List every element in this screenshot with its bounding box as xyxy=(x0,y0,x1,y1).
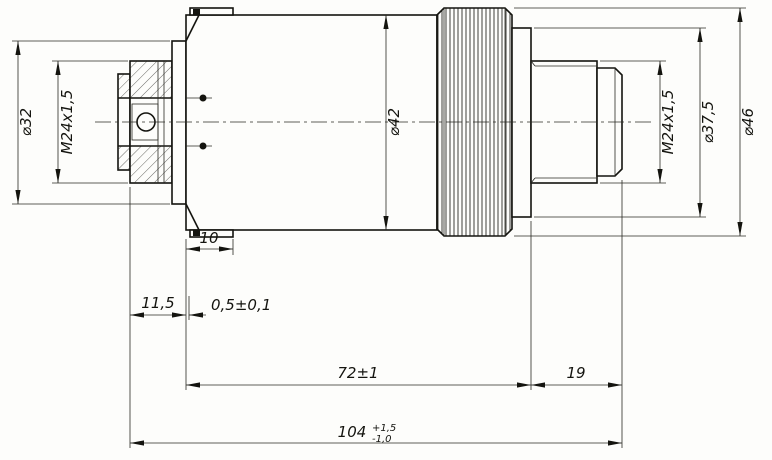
dim-m24-right-label: M24x1,5 xyxy=(659,90,677,155)
body-dia42 xyxy=(185,14,438,231)
dim-72: 72±1 xyxy=(186,221,532,390)
dim-104-tol-minus: -1,0 xyxy=(372,434,392,445)
thread-chamfer-top xyxy=(530,60,536,67)
top-tab-screw xyxy=(193,9,200,15)
dim-11-5-label: 11,5 xyxy=(141,294,174,312)
face-pin-top xyxy=(199,94,207,102)
dim-0-5-label: 0,5±0,1 xyxy=(211,296,271,314)
dim-m24-left: M24x1,5 xyxy=(52,60,128,184)
cone-bottom xyxy=(185,203,200,231)
dim-19: 19 xyxy=(531,180,623,448)
collar-dia37-5 xyxy=(511,27,532,218)
dim-m24-left-label: M24x1,5 xyxy=(58,90,76,155)
cone-top xyxy=(185,14,200,42)
dim-11-5: 11,5 xyxy=(129,187,187,448)
dim-72-label: 72±1 xyxy=(337,364,378,382)
dim-dia46-label: ⌀46 xyxy=(739,108,757,136)
bottom-tab xyxy=(189,229,234,238)
part-view xyxy=(95,7,652,238)
dim-10-label: 10 xyxy=(199,229,218,247)
bottom-tab-screw xyxy=(193,230,200,236)
hatch-bottom xyxy=(118,146,172,183)
dim-10: 10 xyxy=(186,229,234,255)
dimensions: ⌀32 M24x1,5 ⌀42 M24x1,5 ⌀37,5 xyxy=(12,7,757,448)
dim-0-5: 0,5±0,1 xyxy=(188,296,271,320)
dim-dia32: ⌀32 xyxy=(12,40,170,205)
dim-104-label: 104 xyxy=(338,423,367,441)
dim-dia46: ⌀46 xyxy=(514,7,757,237)
dim-dia42: ⌀42 xyxy=(383,15,403,230)
hatch-top xyxy=(118,61,172,98)
main-body xyxy=(185,7,438,238)
face-pin-bottom xyxy=(199,142,207,150)
dim-dia37-5: ⌀37,5 xyxy=(534,27,717,218)
dim-19-label: 19 xyxy=(566,364,585,382)
dim-104: 104 +1,5 -1,0 xyxy=(130,423,622,446)
top-tab xyxy=(189,7,234,16)
flange-dia32 xyxy=(171,40,187,205)
thread-chamfer-bottom xyxy=(530,177,536,184)
dim-dia32-label: ⌀32 xyxy=(17,108,35,136)
dim-dia37-5-label: ⌀37,5 xyxy=(699,101,717,143)
dim-m24-right: M24x1,5 xyxy=(600,60,677,184)
dim-dia42-label: ⌀42 xyxy=(385,108,403,136)
dim-104-tol-plus: +1,5 xyxy=(372,423,396,434)
